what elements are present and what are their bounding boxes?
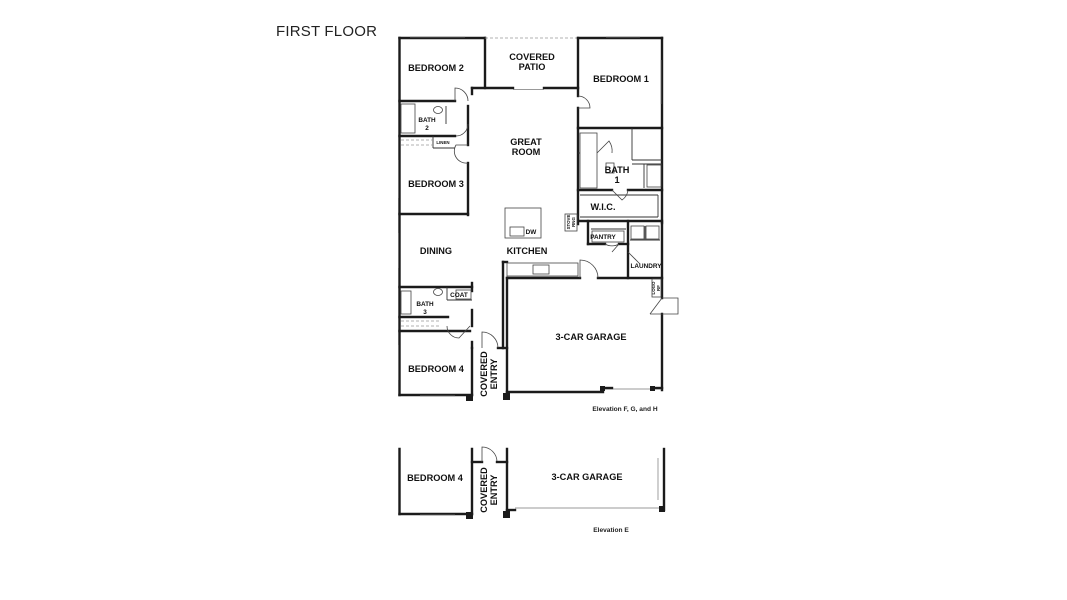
label-bedroom-4: BEDROOM 4 xyxy=(408,364,465,374)
alt-elevation-plan: BEDROOM 4 COVERED ENTRY 3-CAR GARAGE Ele… xyxy=(398,446,666,534)
alt-label-garage: 3-CAR GARAGE xyxy=(552,472,623,482)
alt-label-bedroom-4: BEDROOM 4 xyxy=(407,473,464,483)
label-dining: DINING xyxy=(420,246,452,256)
label-great-room-1: GREAT xyxy=(510,137,542,147)
label-fridge-1: LOGO xyxy=(651,281,656,295)
label-laundry: LAUNDRY xyxy=(630,263,662,270)
label-fridge-2: RF xyxy=(656,285,661,291)
fixtures xyxy=(400,103,662,315)
label-pantry: PANTRY xyxy=(590,234,616,241)
windows xyxy=(398,36,662,397)
floor-title: FIRST FLOOR xyxy=(276,23,378,40)
exterior-walls xyxy=(398,36,664,397)
room-labels: BEDROOM 2 COVERED PATIO BEDROOM 1 BATH 2… xyxy=(408,52,662,413)
label-covered-patio-2: PATIO xyxy=(519,62,546,72)
label-coat: COAT xyxy=(450,292,468,299)
doors xyxy=(446,87,679,349)
label-great-room-2: ROOM xyxy=(512,147,541,157)
alt-label-covered-entry-2: ENTRY xyxy=(489,475,499,506)
label-kitchen: KITCHEN xyxy=(507,246,548,256)
label-dw: DW xyxy=(526,229,538,236)
label-bath-2-b: 2 xyxy=(425,125,429,132)
label-bath-3-a: BATH xyxy=(416,301,434,308)
note-elevation-e: Elevation E xyxy=(593,527,629,534)
label-covered-entry-1: COVERED xyxy=(479,351,489,397)
label-bath-2-a: BATH xyxy=(418,117,436,124)
label-covered-entry-2: ENTRY xyxy=(489,359,499,390)
label-bath-1-a: BATH xyxy=(605,165,630,175)
note-elevation-fgh: Elevation F, G, and H xyxy=(592,406,657,413)
label-bedroom-3: BEDROOM 3 xyxy=(408,179,464,189)
label-covered-patio-1: COVERED xyxy=(509,52,555,62)
label-range-2: RNG xyxy=(571,217,576,227)
label-wic: W.I.C. xyxy=(590,202,615,212)
label-garage: 3-CAR GARAGE xyxy=(556,332,627,342)
label-bath-3-b: 3 xyxy=(423,309,427,316)
label-bedroom-2: BEDROOM 2 xyxy=(408,63,464,73)
label-bedroom-1: BEDROOM 1 xyxy=(593,74,649,84)
alt-label-covered-entry-1: COVERED xyxy=(479,467,489,513)
label-linen: LINEN xyxy=(436,140,449,145)
label-bath-1-b: 1 xyxy=(614,175,619,185)
posts xyxy=(466,386,655,401)
label-range-1: STOVE xyxy=(566,215,571,230)
